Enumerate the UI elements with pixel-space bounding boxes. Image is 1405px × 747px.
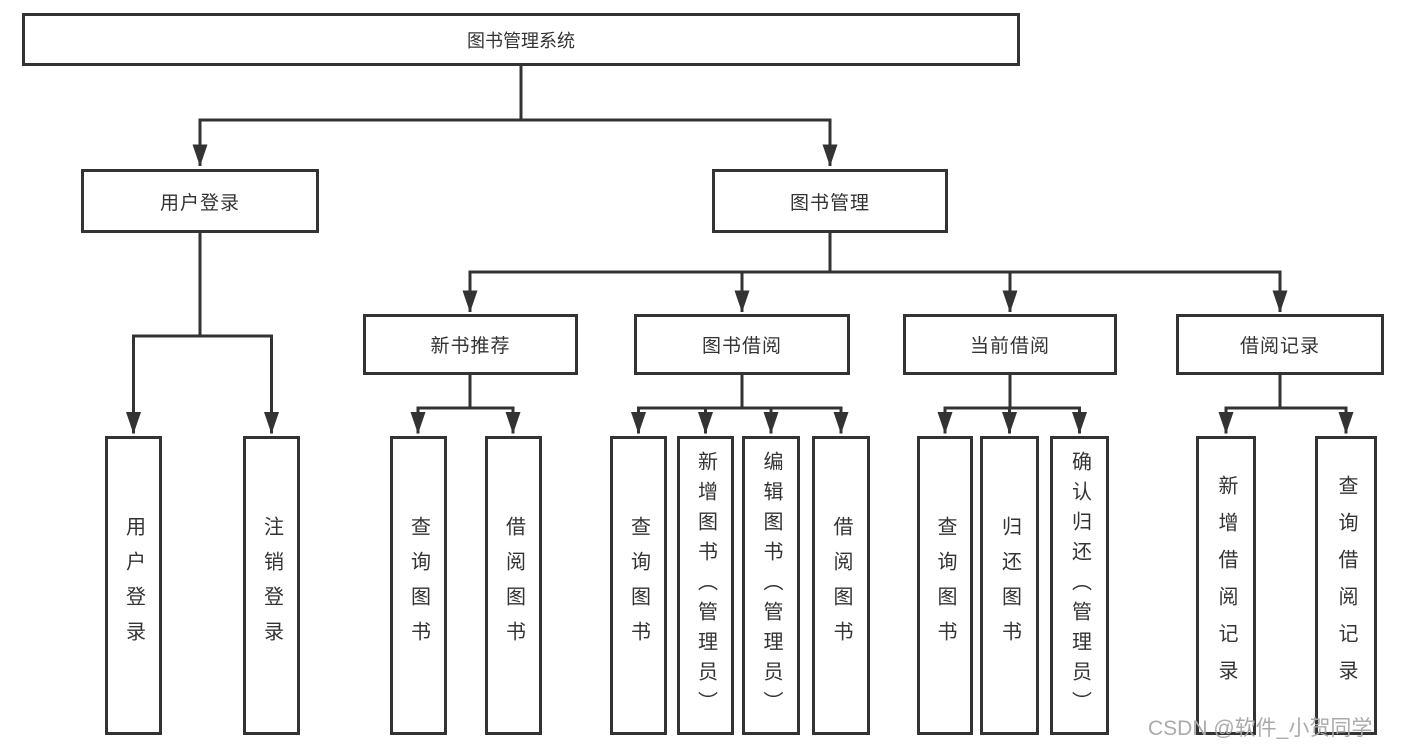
node-label: 借阅图书	[502, 515, 525, 656]
node-label: 图书管理系统	[467, 30, 575, 51]
leaf-user-login: 用户登录	[105, 436, 162, 735]
leaf-borrow-books-1: 借阅图书	[485, 436, 542, 735]
node-current-borrowing: 当前借阅	[903, 314, 1117, 375]
node-borrowing-records: 借阅记录	[1176, 314, 1384, 375]
node-label: 借阅图书	[830, 515, 852, 656]
leaf-add-books-admin: 新增图书（管理员）	[677, 436, 734, 735]
node-label: 归还图书	[998, 515, 1021, 656]
leaf-logout: 注销登录	[243, 436, 300, 735]
node-label: 查询图书	[934, 515, 956, 656]
node-user-login: 用户登录	[81, 169, 319, 233]
node-label: 确认归还（管理员）	[1068, 450, 1091, 721]
node-label: 新书推荐	[430, 336, 511, 357]
node-label: 新增图书（管理员）	[694, 450, 717, 721]
node-label: 注销登录	[260, 515, 283, 656]
leaf-borrow-books-2: 借阅图书	[812, 436, 870, 735]
leaf-confirm-return-admin: 确认归还（管理员）	[1050, 436, 1109, 735]
leaf-add-borrow-record: 新增借阅记录	[1196, 436, 1256, 735]
leaf-query-books-3: 查询图书	[917, 436, 973, 735]
leaf-return-books: 归还图书	[980, 436, 1039, 735]
node-label: 图书借阅	[701, 336, 782, 357]
leaf-query-borrow-record: 查询借阅记录	[1315, 436, 1377, 735]
node-book-management: 图书管理	[712, 169, 948, 233]
node-label: 用户登录	[122, 515, 145, 656]
node-library-management-system: 图书管理系统	[22, 13, 1020, 66]
node-label: 图书管理	[789, 192, 870, 214]
leaf-query-books-2: 查询图书	[610, 436, 667, 735]
node-book-borrowing: 图书借阅	[634, 314, 850, 375]
node-label: 编辑图书（管理员）	[760, 450, 782, 721]
csdn-watermark: CSDN @软件_小贺同学	[1148, 717, 1373, 740]
node-label: 查询借阅记录	[1335, 474, 1357, 697]
node-label: 新增借阅记录	[1215, 474, 1237, 697]
node-label: 查询图书	[407, 515, 430, 656]
node-label: 用户登录	[159, 192, 240, 214]
node-label: 借阅记录	[1239, 336, 1320, 357]
leaf-query-books-1: 查询图书	[390, 436, 447, 735]
node-label: 查询图书	[627, 515, 650, 656]
node-new-book-recommend: 新书推荐	[363, 314, 578, 375]
leaf-edit-books-admin: 编辑图书（管理员）	[742, 436, 800, 735]
node-label: 当前借阅	[969, 336, 1050, 357]
